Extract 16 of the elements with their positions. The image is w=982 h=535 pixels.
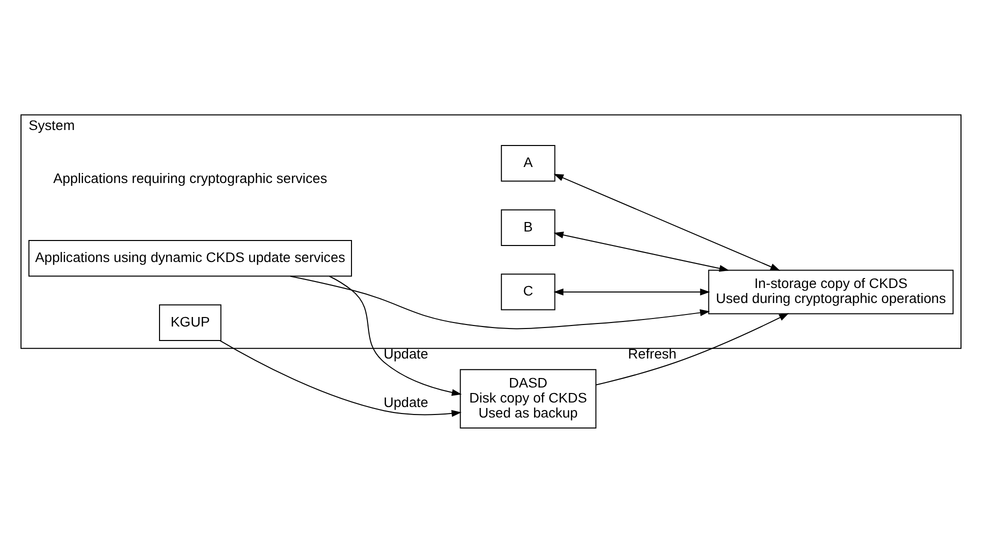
- edge-label: Update: [384, 394, 428, 410]
- node-box: Applications using dynamic CKDS update services: [28, 240, 352, 277]
- node-box: In-storage copy of CKDS Used during cryptographic operations: [708, 270, 954, 314]
- label: Applications requiring cryptographic services: [53, 170, 328, 186]
- node-box: A: [500, 145, 556, 182]
- arrow: [554, 174, 780, 271]
- arrow: [290, 276, 710, 330]
- node-box: C: [500, 274, 556, 310]
- arrow: [554, 288, 710, 296]
- arrow: [596, 313, 789, 386]
- node-box: KGUP: [159, 304, 222, 341]
- node-box: DASD Disk copy of CKDS Used as backup: [460, 369, 596, 429]
- node-box: B: [500, 209, 556, 246]
- arrow: [219, 340, 462, 417]
- arrow: [328, 276, 462, 396]
- arrow: [554, 232, 730, 272]
